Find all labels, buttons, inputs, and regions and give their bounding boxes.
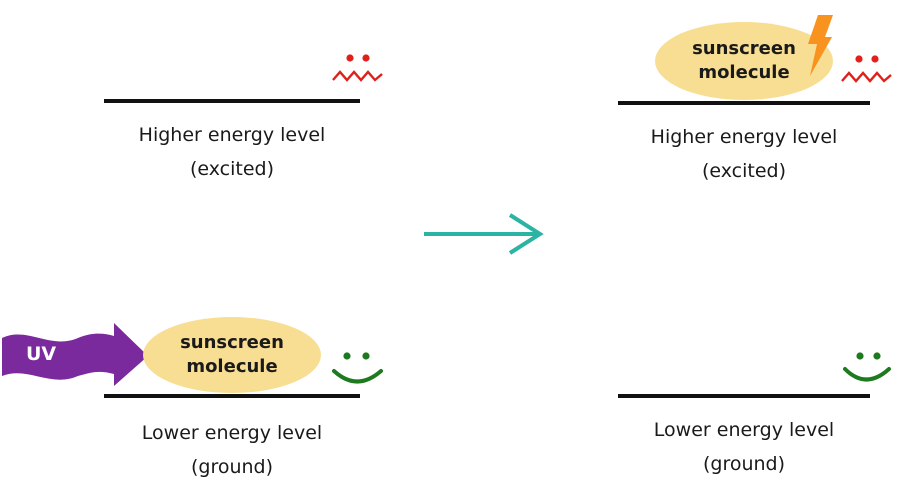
uv-label: UV <box>26 343 57 365</box>
uv-wave-arrow-icon <box>2 323 148 386</box>
left-excited-sublabel: (excited) <box>189 158 274 180</box>
left-molecule-line2: molecule <box>186 356 278 377</box>
sad-face-icon <box>841 55 892 83</box>
left-excited-label: Higher energy level <box>138 124 326 146</box>
left-ground-sublabel: (ground) <box>190 456 274 478</box>
right-ground-label: Lower energy level <box>653 419 835 441</box>
lightning-icon <box>808 15 833 76</box>
left-molecule-label: sunscreen molecule <box>143 317 321 393</box>
right-molecule-ellipse <box>655 22 833 100</box>
left-molecule-line1: sunscreen <box>180 332 284 353</box>
transition-arrow-icon <box>424 213 544 255</box>
happy-face-icon <box>843 352 891 382</box>
left-molecule-ellipse <box>143 317 321 393</box>
sad-face-icon <box>332 54 383 82</box>
happy-face-icon <box>332 352 383 384</box>
right-excited-label: Higher energy level <box>650 126 838 148</box>
right-molecule-label: sunscreen molecule <box>655 22 833 100</box>
left-ground-label: Lower energy level <box>141 422 323 444</box>
right-excited-sublabel: (excited) <box>701 160 786 182</box>
right-molecule-line1: sunscreen <box>692 38 796 59</box>
right-molecule-line2: molecule <box>698 62 790 83</box>
right-ground-sublabel: (ground) <box>702 453 786 475</box>
